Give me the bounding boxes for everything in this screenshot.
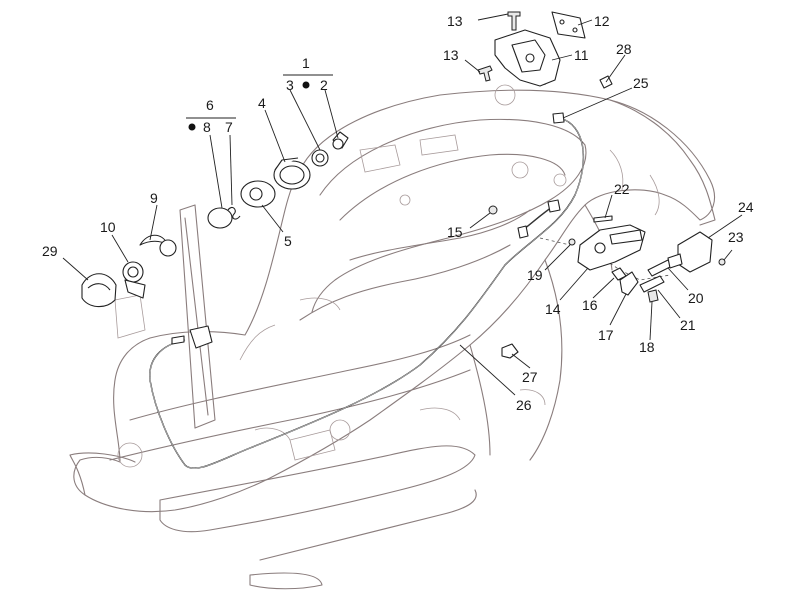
callout-18: 18	[639, 339, 655, 355]
callout-8: 8	[203, 119, 211, 135]
callout-4: 4	[258, 95, 266, 111]
callout-labels: 1 2 3 4 5 6 7 8 9 10 11 12 13 13 14 15 1…	[42, 13, 754, 413]
part-17-lever	[619, 271, 639, 296]
callout-22: 22	[614, 181, 630, 197]
bullet-dot-8	[188, 123, 196, 131]
callout-17: 17	[598, 327, 614, 343]
part-27-clip	[501, 343, 519, 359]
part-8-cap	[207, 207, 233, 229]
scooter-frame	[69, 84, 716, 590]
callout-2: 2	[320, 77, 328, 93]
callout-5: 5	[284, 233, 292, 249]
part-4-lock-housing	[273, 157, 311, 190]
part-12-bracket	[551, 11, 586, 39]
callout-9: 9	[150, 190, 158, 206]
part-22-bolt	[593, 215, 613, 223]
callout-10: 10	[100, 219, 116, 235]
callout-25: 25	[633, 75, 649, 91]
callout-26: 26	[516, 397, 532, 413]
callout-16: 16	[582, 297, 598, 313]
callout-7: 7	[225, 119, 233, 135]
part-23-nut	[718, 258, 726, 266]
part-3-lock-ring	[311, 149, 329, 167]
callout-12: 12	[594, 13, 610, 29]
part-15-clip	[488, 205, 498, 215]
callout-21: 21	[680, 317, 696, 333]
callout-11: 11	[574, 47, 589, 63]
cable-25	[517, 112, 565, 239]
leader-lines	[62, 13, 743, 396]
part-29-bumper	[81, 273, 117, 308]
part-5-lock-plate	[240, 180, 276, 208]
callout-1: 1	[302, 55, 310, 71]
part-10-horn	[122, 261, 146, 299]
callout-15: 15	[447, 224, 463, 240]
part-7-spring	[227, 206, 241, 220]
callout-13-bottom: 13	[443, 47, 459, 63]
part-21-spring	[639, 275, 665, 293]
callout-3: 3	[286, 77, 294, 93]
callout-20: 20	[688, 290, 704, 306]
callout-6: 6	[206, 97, 214, 113]
callout-24: 24	[738, 199, 754, 215]
callout-23: 23	[728, 229, 744, 245]
part-9-cover	[139, 234, 177, 257]
part-24-actuator	[667, 231, 713, 273]
part-18-screw	[647, 289, 659, 303]
callout-14: 14	[545, 301, 561, 317]
part-11-seat-hinge	[494, 29, 561, 87]
bullet-dot-3	[302, 81, 310, 89]
cable-clip-left	[171, 325, 213, 349]
callout-13-top: 13	[447, 13, 463, 29]
callout-29: 29	[42, 243, 58, 259]
callout-27: 27	[522, 369, 538, 385]
part-13-screws	[477, 11, 521, 82]
callout-28: 28	[616, 41, 632, 57]
part-14-latch-bracket	[577, 224, 646, 271]
cable-26	[149, 117, 585, 469]
part-19-nut	[568, 238, 576, 246]
part-2-lock-cylinder	[332, 131, 349, 150]
callout-19: 19	[527, 267, 543, 283]
